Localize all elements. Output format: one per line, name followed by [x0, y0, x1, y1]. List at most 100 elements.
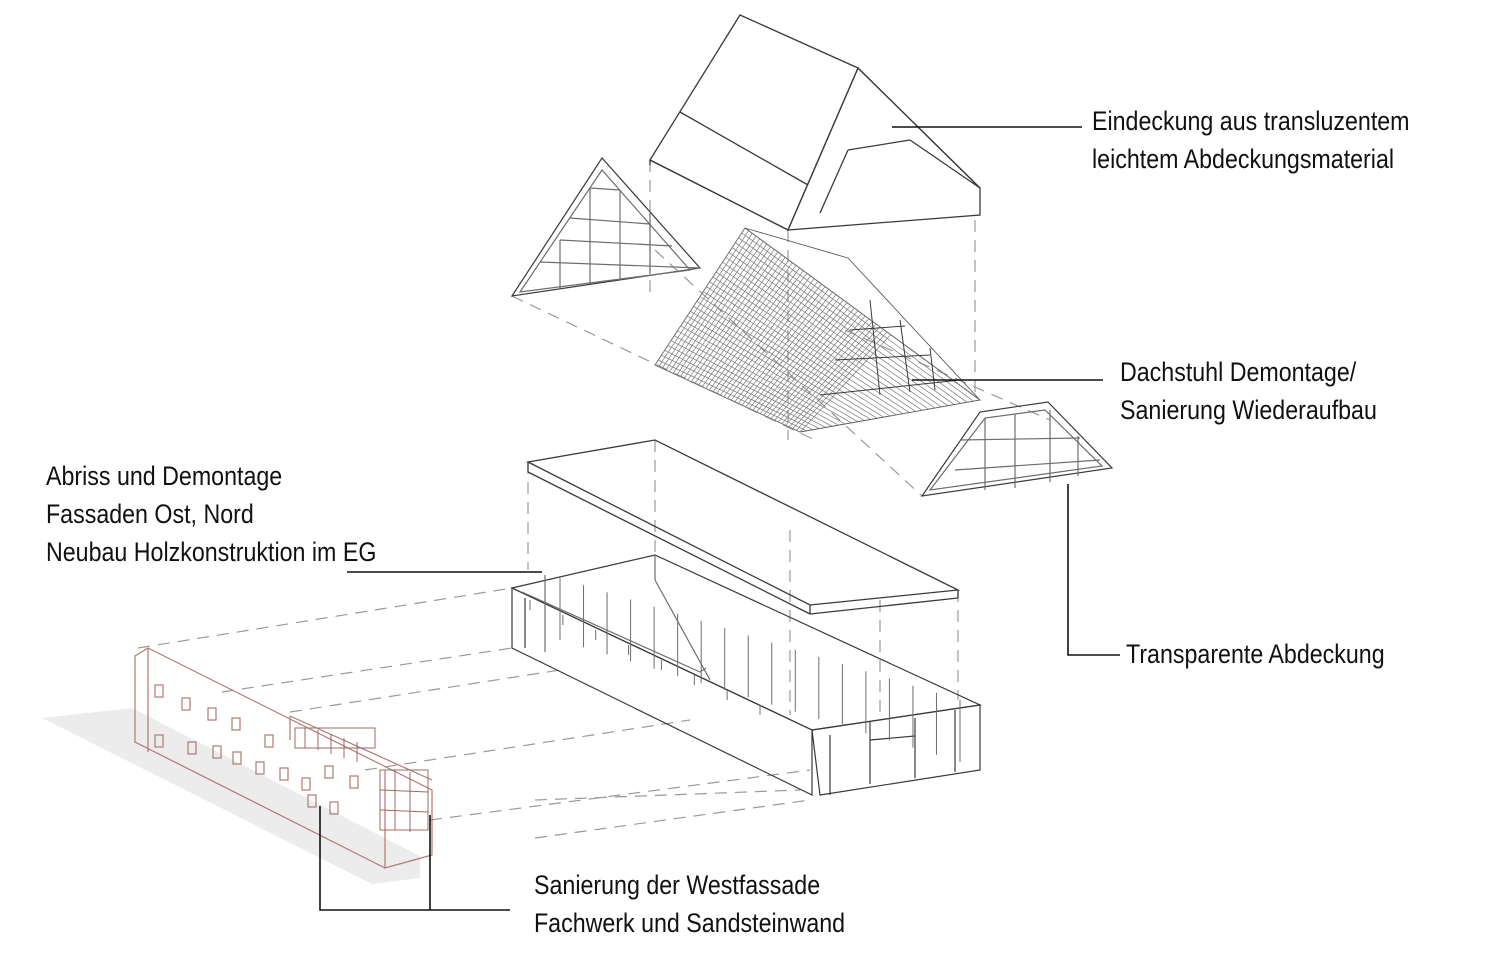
roof-truss [654, 227, 982, 433]
facade-window [231, 717, 241, 731]
truss-rafter [781, 321, 873, 424]
truss-rafter [777, 318, 870, 423]
annotation-line: Fassaden Ost, Nord [46, 499, 254, 529]
annotation-line: Sanierung Wiederaufbau [1120, 395, 1377, 425]
truss-batten [690, 310, 871, 420]
truss-rafter [756, 302, 848, 413]
truss-rafter [752, 299, 844, 411]
truss-rafter [730, 283, 822, 401]
facade-window [181, 697, 191, 711]
facade-window [329, 801, 339, 815]
truss-rafter [774, 315, 866, 421]
truss-rafter [741, 291, 833, 406]
truss-rafter [665, 235, 757, 371]
ceiling-slab [525, 439, 961, 615]
truss-batten [719, 266, 929, 410]
truss-rafter [788, 326, 881, 428]
truss-batten [741, 232, 974, 402]
truss-rafter [654, 227, 746, 366]
annotation-line: Fachwerk und Sandsteinwand [534, 908, 846, 938]
facade-ground-shadow [42, 708, 420, 884]
truss-rafter [759, 305, 851, 414]
facade-window [301, 777, 311, 791]
truss-batten [696, 301, 884, 418]
truss-batten [664, 350, 820, 429]
truss-rafter [676, 243, 768, 376]
truss-batten [738, 237, 968, 403]
truss-batten [677, 330, 846, 425]
truss-batten [709, 281, 910, 413]
truss-batten [686, 315, 865, 421]
truss-rafter [701, 262, 793, 387]
truss-rafter [719, 275, 811, 396]
truss-batten [731, 247, 955, 405]
annotation-demolition: Abriss und Demontage Fassaden Ost, Nord … [46, 457, 376, 571]
facade-window [324, 765, 334, 779]
truss-rafter [698, 259, 789, 386]
truss-batten [722, 261, 936, 409]
truss-batten [683, 320, 859, 423]
truss-batten [670, 340, 833, 427]
truss-batten [693, 305, 878, 419]
annotation-line: leichtem Abdeckungsmaterial [1092, 144, 1395, 174]
truss-rafter [694, 257, 786, 384]
annotation-west-facade: Sanierung der Westfassade Fachwerk und S… [534, 866, 845, 942]
truss-rafter [792, 329, 884, 429]
truss-rafter [709, 267, 800, 391]
truss-rafter [738, 289, 830, 404]
west-facade [134, 647, 433, 869]
truss-rafter [767, 310, 859, 418]
truss-batten [728, 252, 949, 407]
truss-rafter [727, 281, 819, 399]
truss-rafter [669, 238, 760, 372]
truss-rafter [748, 297, 840, 409]
leader-lines [319, 126, 1120, 911]
truss-rafter [796, 331, 888, 431]
truss-rafter [785, 323, 877, 426]
truss-batten [658, 359, 807, 432]
annotation-line: Sanierung der Westfassade [534, 870, 821, 900]
truss-rafter [745, 294, 837, 408]
roof-cover [649, 14, 981, 231]
facade-window [264, 734, 274, 748]
annotation-roof-truss: Dachstuhl Demontage/ Sanierung Wiederauf… [1120, 353, 1377, 429]
gable-west [510, 157, 702, 297]
truss-rafter [687, 251, 779, 381]
truss-rafter [672, 241, 764, 374]
truss-rafter [661, 233, 753, 369]
truss-batten [744, 227, 981, 401]
truss-rafter [770, 313, 862, 419]
facade-window [212, 745, 222, 759]
facade-window [232, 751, 242, 765]
truss-rafter [690, 254, 782, 382]
gable-east [920, 401, 1114, 497]
annotation-line: Transparente Abdeckung [1126, 639, 1385, 669]
facade-window [349, 775, 359, 789]
truss-batten [735, 242, 961, 404]
truss-rafter [683, 249, 775, 379]
truss-rafter [716, 273, 808, 394]
projection-lines [137, 160, 1051, 839]
truss-rafter [734, 286, 826, 403]
truss-rafter [658, 230, 749, 367]
truss-batten [699, 296, 891, 417]
facade-window [307, 794, 317, 808]
ground-floor-structure [510, 554, 983, 796]
annotation-line: Abriss und Demontage [46, 461, 283, 491]
annotation-line: Neubau Holzkonstruktion im EG [46, 537, 377, 567]
facade-window [187, 741, 197, 755]
truss-rafter [763, 307, 855, 416]
truss-rafter [705, 265, 797, 389]
facade-window [255, 761, 265, 775]
truss-batten [712, 276, 916, 412]
facade-window [154, 734, 164, 748]
truss-rafter [723, 278, 815, 398]
annotation-line: Dachstuhl Demontage/ [1120, 357, 1357, 387]
annotation-line: Eindeckung aus transluzentem [1092, 106, 1410, 136]
truss-rafter [680, 246, 771, 377]
facade-window [207, 707, 217, 721]
truss-rafter [712, 270, 804, 393]
annotation-transparent-cover: Transparente Abdeckung [1126, 635, 1385, 673]
facade-window [154, 684, 164, 698]
